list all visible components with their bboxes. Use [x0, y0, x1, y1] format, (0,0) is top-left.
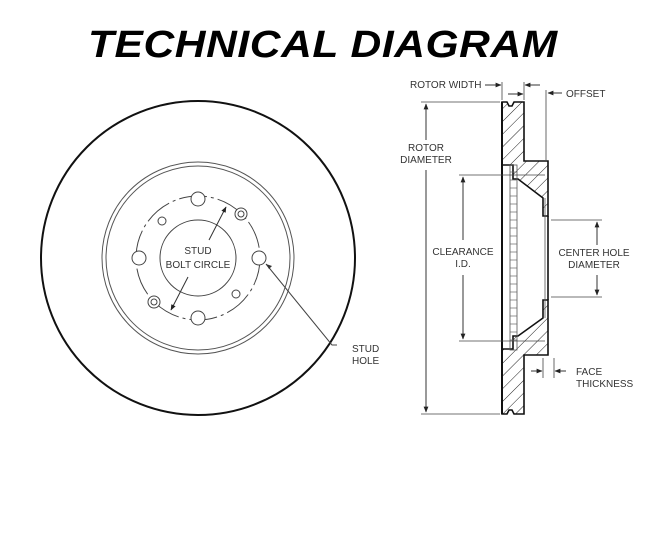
stud-hole-label-1: STUD	[352, 344, 379, 355]
face-thickness-label-1: FACE	[576, 367, 602, 378]
hat-inner-ring	[105, 165, 291, 351]
bolt-circle-label-1: STUD	[184, 246, 211, 257]
center-bore	[159, 219, 237, 297]
bolt-circle-label-2: BOLT CIRCLE	[166, 260, 231, 271]
clearance-label-2: I.D.	[455, 259, 471, 270]
hat-outer-ring	[101, 161, 295, 355]
stud-hole-leader	[265, 263, 337, 346]
clearance-label-1: CLEARANCE	[432, 247, 493, 258]
vent-vane-lines	[510, 171, 517, 341]
diagram-title: TECHNICAL DIAGRAM	[88, 24, 558, 66]
stud-hole-label-2: HOLE	[352, 356, 380, 367]
retaining-hole-ur	[234, 207, 248, 221]
bolt-circle-arrow-lower	[170, 276, 189, 311]
retaining-hole-ll	[147, 295, 161, 309]
small-hole-lr	[231, 289, 241, 299]
stud-hole-right	[251, 250, 267, 266]
vent-vanes	[509, 164, 518, 351]
face-thickness-label-2: THICKNESS	[576, 379, 634, 390]
center-hole-label-2: DIAMETER	[568, 260, 620, 271]
rotor-diameter-label-2: DIAMETER	[400, 155, 452, 166]
stud-hole-left	[131, 250, 147, 266]
offset-label: OFFSET	[566, 89, 605, 100]
front-view: STUD BOLT CIRCLE STUD HOLE	[40, 100, 380, 416]
outer-rotor-circle	[40, 100, 356, 416]
bolt-circle-arrow-upper	[208, 206, 227, 241]
stud-hole-bottom	[190, 310, 206, 326]
small-hole-ul	[157, 216, 167, 226]
side-view: ROTOR WIDTH OFFSET ROTOR DIAMETER CLEARA…	[400, 80, 634, 415]
center-hole-label-1: CENTER HOLE	[558, 248, 629, 259]
upper-flange	[501, 101, 549, 217]
lower-flange	[501, 299, 549, 415]
rotor-diameter-label-1: ROTOR	[408, 143, 444, 154]
stud-hole-top	[190, 191, 206, 207]
rotor-width-label: ROTOR WIDTH	[410, 80, 481, 91]
